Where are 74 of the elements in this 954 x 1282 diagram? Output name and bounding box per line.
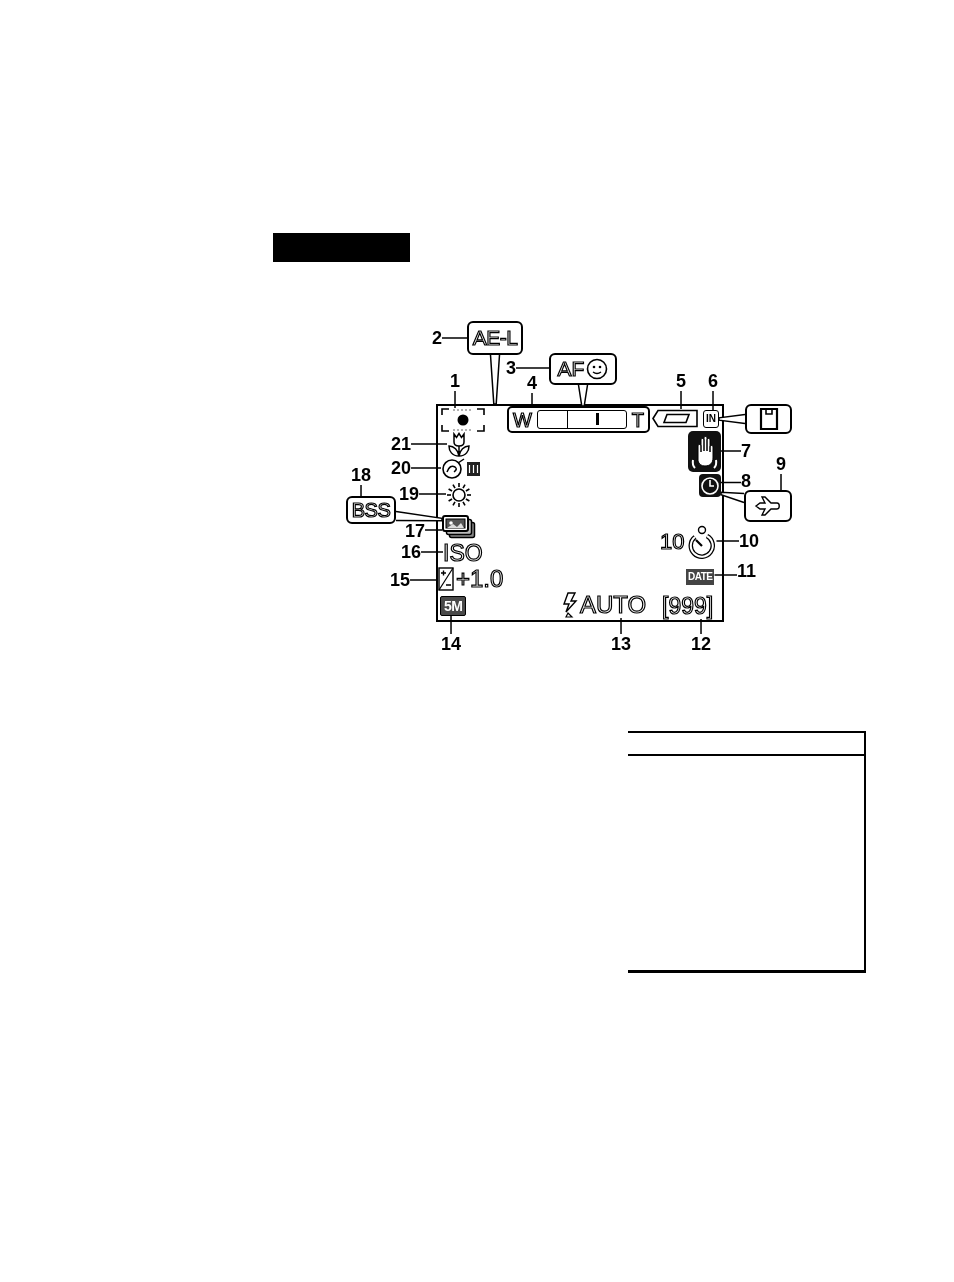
balloon-pointer <box>489 354 501 405</box>
balloon-pointer <box>720 491 745 504</box>
leader-line <box>409 579 439 581</box>
callout-balloon: BSS <box>346 496 396 524</box>
leader-line <box>450 615 452 635</box>
balloon-pointer <box>395 510 443 522</box>
exposure-count: [999] <box>662 593 714 619</box>
callout-number: 4 <box>527 373 537 393</box>
swirl-icon <box>441 458 481 479</box>
callout-balloon <box>549 353 617 385</box>
image-size-indicator: 5M <box>440 596 467 616</box>
af-label: AF <box>557 356 585 382</box>
callout-number: 12 <box>691 634 712 654</box>
leader-line <box>531 392 533 407</box>
stacked-frames-icon <box>442 515 476 539</box>
battery-icon <box>652 409 698 428</box>
leader-line <box>720 481 742 484</box>
memory-indicator: IN <box>703 410 719 428</box>
callout-number: 3 <box>506 358 516 378</box>
callout-number: 6 <box>708 371 718 391</box>
leader-line <box>410 443 448 445</box>
leader-line <box>410 467 442 469</box>
leader-line <box>780 473 782 491</box>
callout-number: 19 <box>399 484 420 504</box>
flower-icon <box>447 432 471 457</box>
exposure-value: +1.0 <box>456 566 504 592</box>
flash-mode-label: AUTO <box>580 592 647 618</box>
zoom-tele-label: T <box>631 408 644 431</box>
timer-value: 10 <box>660 529 685 555</box>
hand-icon <box>688 431 721 472</box>
balloon-pointer <box>577 384 589 407</box>
lcd-screen-frame <box>436 404 724 622</box>
callout-number: 16 <box>401 542 422 562</box>
leader-line <box>420 551 444 553</box>
heading-bar <box>273 233 410 262</box>
callout-balloon <box>745 404 792 434</box>
leader-line <box>515 367 550 369</box>
callout-number: 21 <box>391 434 412 454</box>
callout-balloon <box>744 490 792 522</box>
callout-number: 20 <box>391 458 412 478</box>
leader-line <box>713 574 738 576</box>
callout-number: 13 <box>611 634 632 654</box>
callout-number: 17 <box>405 521 426 541</box>
leader-line <box>454 390 456 409</box>
leader-line <box>441 337 468 339</box>
balloon-pointer <box>718 413 746 425</box>
iso-label: ISO <box>443 540 483 566</box>
clock-icon <box>699 474 721 497</box>
callout-number: 10 <box>739 531 760 551</box>
callout-number: 2 <box>432 328 442 348</box>
sun-icon <box>446 482 472 508</box>
callout-balloon: AE-L <box>467 321 523 355</box>
leader-line <box>700 618 702 635</box>
callout-number: 8 <box>741 471 751 491</box>
callout-number: 9 <box>776 454 786 474</box>
leader-line <box>712 390 714 411</box>
callout-number: 14 <box>441 634 462 654</box>
leader-line <box>360 484 362 497</box>
callout-number: 5 <box>676 371 686 391</box>
callout-number: 11 <box>737 561 757 581</box>
focus-area-icon <box>441 408 485 432</box>
leader-line <box>720 450 742 452</box>
callout-number: 18 <box>351 465 372 485</box>
callout-number: 1 <box>450 371 460 391</box>
leader-line <box>620 617 622 635</box>
zoom-wide-label: W <box>513 408 532 431</box>
callout-number: 15 <box>390 570 411 590</box>
leader-line <box>680 390 682 410</box>
date-indicator: DATE <box>686 569 715 585</box>
leader-line <box>715 540 740 542</box>
callout-number: 7 <box>741 441 751 461</box>
zoom-indicator <box>507 406 650 433</box>
leader-line <box>424 529 443 531</box>
leader-line <box>418 493 447 495</box>
